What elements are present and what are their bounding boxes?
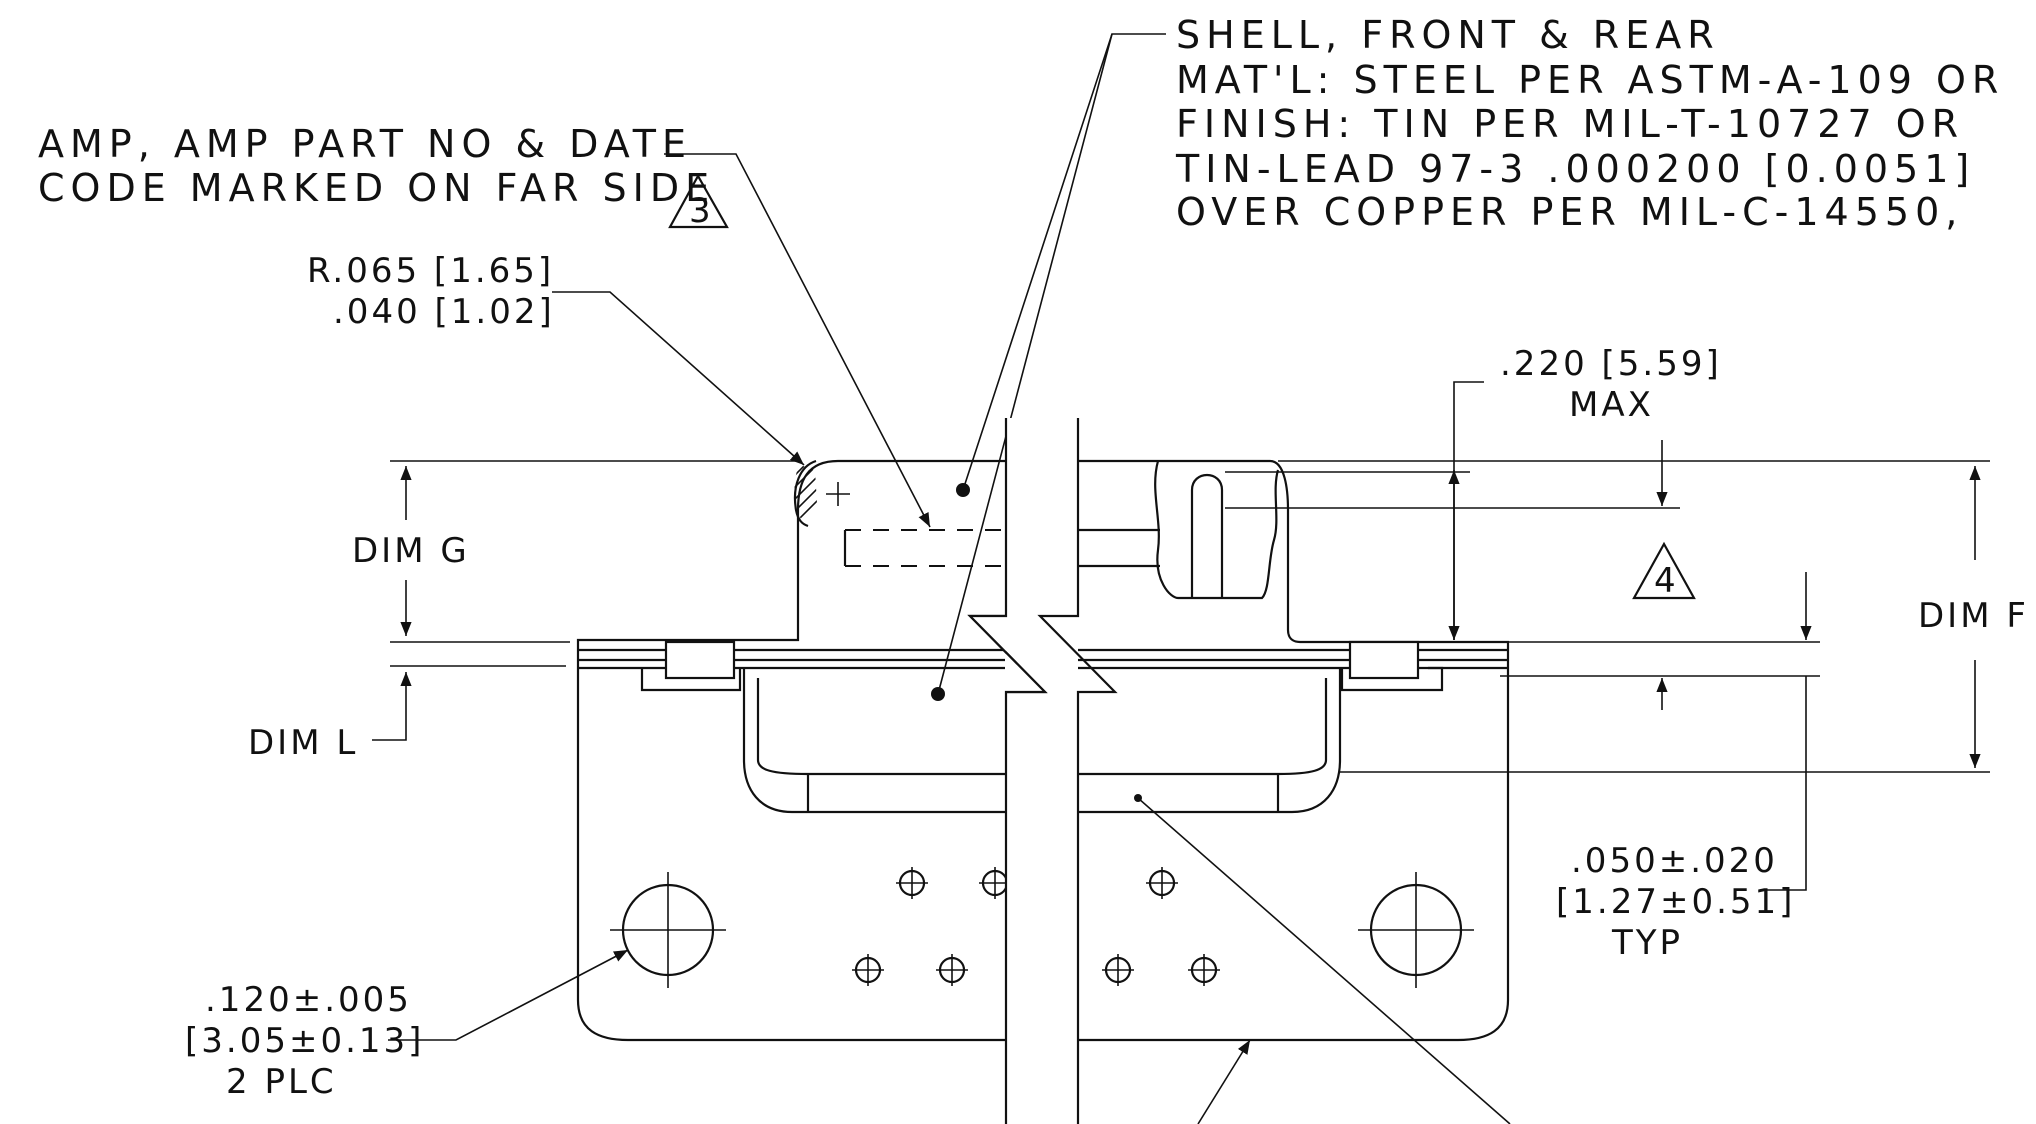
mounting-holes [610,872,1474,988]
contact-hole [1102,954,1134,986]
contact-hole [852,954,884,986]
shell-dot-lower [931,687,945,701]
shell-note-line4: TIN-LEAD 97-3 .000200 [0.0051] [1175,147,1975,191]
flag-4: 4 [1632,541,1696,601]
height-max-note: .220 [5.59] MAX [1500,344,1722,425]
radius-note-line1: R.065 [1.65] [307,251,554,291]
right-tab-base [1340,666,1444,692]
offset-leader [1760,676,1807,891]
contact-hole [1146,867,1178,899]
shell-note-line3: FINISH: TIN PER MIL-T-10727 OR [1176,102,1964,146]
bottom-leader-a [1197,1039,1251,1124]
shell-note-line5: OVER COPPER PER MIL-C-14550, [1176,190,1963,234]
marking-note-line1: AMP, AMP PART NO & DATE [38,122,692,166]
radius-corner [793,459,817,528]
shell-outline [576,459,1510,1042]
radius-leader [552,291,805,466]
hole-note-line3: 2 PLC [226,1062,337,1102]
marking-note: AMP, AMP PART NO & DATE CODE MARKED ON F… [38,122,729,231]
break-symbol [967,418,1118,1124]
bottom-leader-dot [1134,794,1142,802]
marking-note-line2: CODE MARKED ON FAR SIDE [38,166,715,210]
height-note-line2: MAX [1569,385,1654,425]
offset-note: .050±.020 [1.27±0.51] TYP [1556,841,1795,963]
contact-hole [1188,954,1220,986]
dim-f-label: DIM F [1918,596,2029,636]
leader-lines [372,33,1807,1124]
break-left-z [967,614,1048,694]
radius-note: R.065 [1.65] .040 [1.02] [307,251,555,332]
shell-note-line2: MAT'L: STEEL PER ASTM-A-109 OR [1176,58,2004,102]
dimension-lines [390,440,1990,773]
break-right [1037,418,1118,1124]
offset-note-line3: TYP [1611,923,1683,963]
revision-flag-3 [668,173,729,229]
contact-holes [852,867,1220,986]
contact-hole [979,867,1009,899]
hole-note-line1: .120±.005 [205,980,412,1020]
flag-4-label: 4 [1654,561,1679,601]
height-leader [1453,381,1484,640]
contact-pin [1190,474,1224,598]
bottom-leader-b [1137,797,1511,1124]
contact-hole [936,954,968,986]
dim-l-label: DIM L [248,723,358,763]
shell-left-outline [576,459,1006,1042]
cavity-outer-left [742,668,1005,814]
cavity-inner-left [756,678,1005,776]
offset-note-line2: [1.27±0.51] [1556,882,1795,922]
hole-leader [388,949,629,1041]
radius-note-line2: .040 [1.02] [333,292,555,332]
cutaway-break [1154,460,1280,600]
flag-3-label: 3 [689,191,714,231]
right-tab [1348,640,1420,680]
hole-note-line2: [3.05±0.13] [185,1021,424,1061]
shell-leader-b [937,33,1113,695]
offset-note-line1: .050±.020 [1571,841,1778,881]
dim-g-label: DIM G [352,531,470,571]
revision-flag-4 [1632,541,1696,600]
shell-callout-note: SHELL, FRONT & REAR MAT'L: STEEL PER AST… [1175,13,2004,234]
shell-dot-upper [956,483,970,497]
cavity-outer-right [1078,668,1342,814]
left-tab [664,640,736,680]
height-note-line1: .220 [5.59] [1500,344,1722,384]
contact-hole [896,867,928,899]
dim-l-leader [372,672,412,741]
left-tab-base [640,668,742,692]
marking-leader [664,153,931,528]
shell-note-line1: SHELL, FRONT & REAR [1176,13,1720,57]
shell-right-outline [1078,459,1510,1042]
hole-note: .120±.005 [3.05±0.13] 2 PLC [185,980,424,1102]
